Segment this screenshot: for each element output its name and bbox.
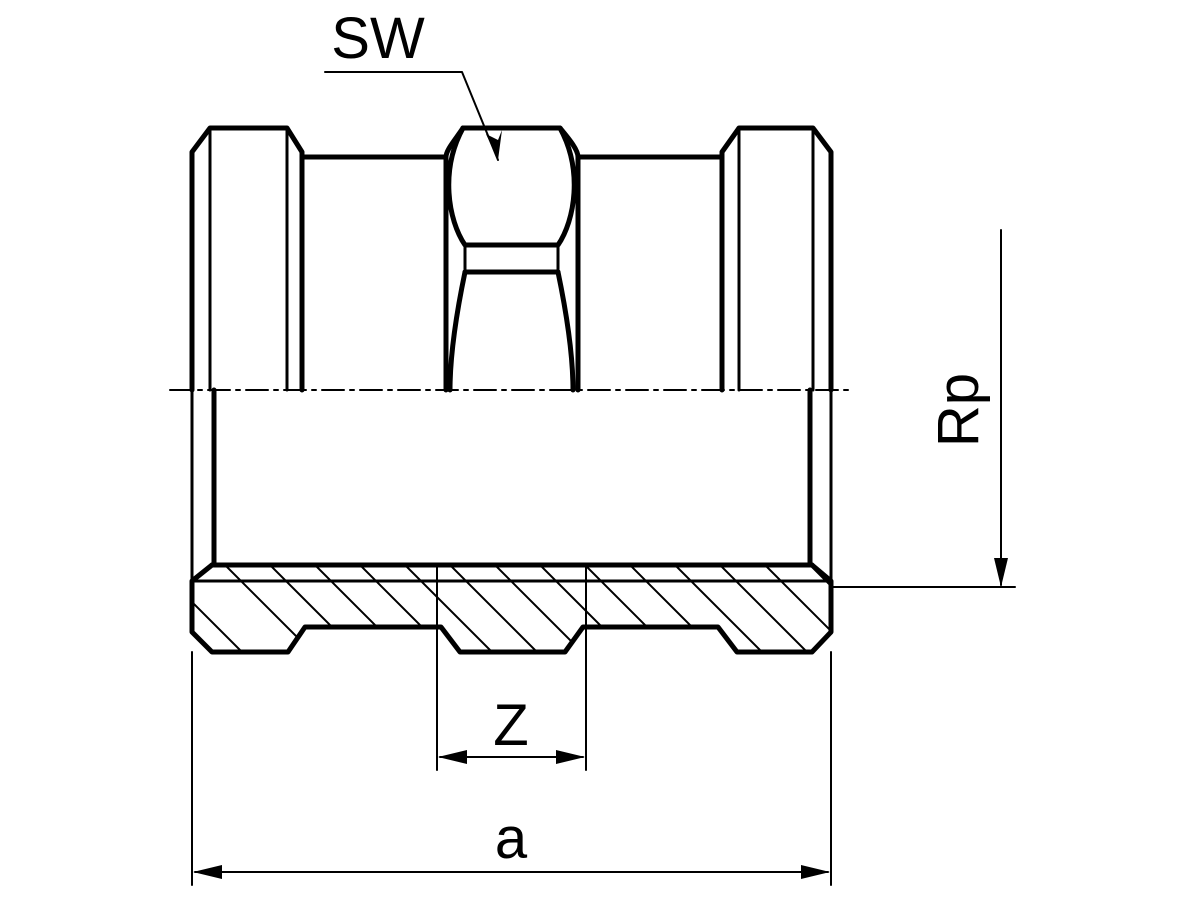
coupling-lower-half bbox=[189, 387, 834, 655]
a-arrowhead-left bbox=[193, 865, 222, 879]
section-hatching bbox=[192, 565, 831, 652]
sw-label: SW bbox=[331, 6, 425, 71]
hex-center-flat bbox=[460, 125, 581, 393]
rp-arrowhead bbox=[994, 558, 1008, 587]
a-label: a bbox=[495, 806, 528, 871]
z-arrowhead-left bbox=[438, 750, 467, 764]
rp-label: Rp bbox=[926, 373, 991, 447]
right-hex-band bbox=[719, 125, 834, 393]
section-outline bbox=[189, 562, 834, 655]
z-label: Z bbox=[493, 693, 528, 758]
left-hex-band bbox=[189, 125, 305, 393]
z-dimension bbox=[436, 564, 587, 771]
hex-face-lower bbox=[447, 269, 576, 393]
hex-face-upper bbox=[446, 125, 577, 248]
z-arrowhead-right bbox=[556, 750, 585, 764]
a-dimension bbox=[191, 651, 832, 886]
coupling-upper-half bbox=[189, 125, 834, 393]
a-arrowhead-right bbox=[801, 865, 830, 879]
rp-dimension bbox=[830, 229, 1016, 588]
sw-leader bbox=[324, 71, 502, 161]
sw-arrowhead bbox=[486, 130, 502, 160]
